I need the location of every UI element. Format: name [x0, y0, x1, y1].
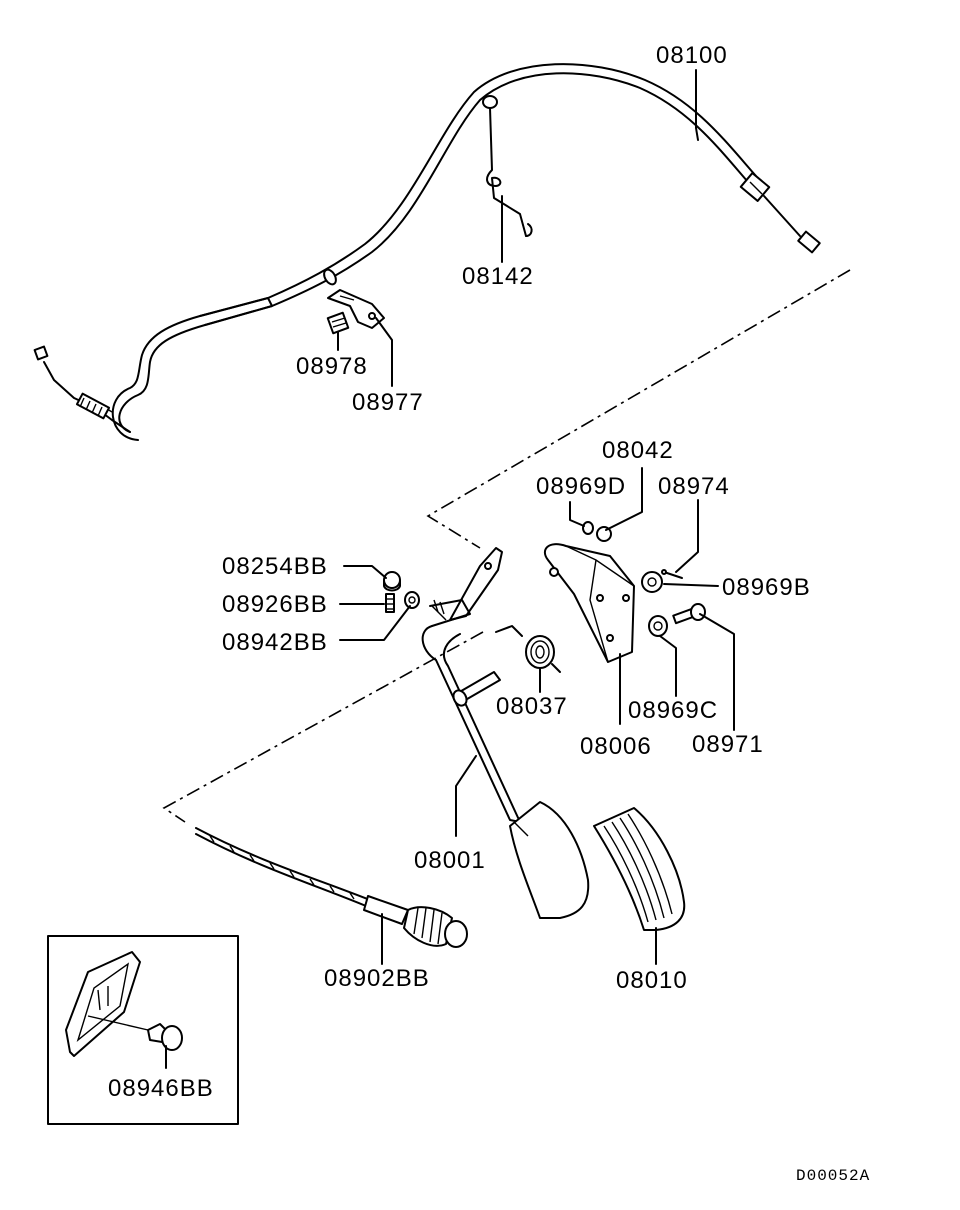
label-08974: 08974 — [658, 473, 730, 500]
bolt-08926BB — [385, 593, 395, 613]
label-08969B: 08969B — [722, 574, 811, 601]
return-spring-08037 — [495, 625, 561, 673]
label-08001: 08001 — [414, 847, 486, 874]
accelerator-pedal-arm — [421, 547, 590, 919]
leader-lines — [165, 69, 735, 1069]
label-08037: 08037 — [496, 693, 568, 720]
throttle-cable — [33, 63, 821, 441]
label-08142: 08142 — [462, 263, 534, 290]
collar-08254BB — [383, 571, 401, 592]
label-08977: 08977 — [352, 389, 424, 416]
bracket-08977 — [327, 289, 385, 329]
clip-08969D — [582, 521, 594, 535]
label-08042: 08042 — [602, 437, 674, 464]
pin-08974 — [661, 569, 683, 579]
drawing-code: D00052A — [796, 1167, 870, 1185]
label-08969C: 08969C — [628, 697, 718, 724]
nut-08969C — [648, 615, 668, 637]
label-08946BB: 08946BB — [108, 1075, 214, 1102]
cable-clip-08142 — [486, 107, 533, 237]
label-08926BB: 08926BB — [222, 591, 328, 618]
label-08010: 08010 — [616, 967, 688, 994]
nut-08942BB — [404, 591, 420, 609]
washer-08969B — [641, 571, 663, 593]
clip-08978 — [326, 311, 350, 335]
pedal-bracket-08006 — [543, 543, 635, 663]
hand-throttle-cable-08902BB — [195, 827, 468, 948]
label-08006: 08006 — [580, 733, 652, 760]
label-08100: 08100 — [656, 42, 728, 69]
label-08902BB: 08902BB — [324, 965, 430, 992]
label-08254BB: 08254BB — [222, 553, 328, 580]
inset-panel — [65, 951, 141, 1057]
cable-right-fitting — [739, 172, 821, 254]
label-08942BB: 08942BB — [222, 629, 328, 656]
inset-box — [47, 935, 239, 1125]
phantom-outline — [162, 269, 851, 823]
grommet-08946BB — [87, 1015, 183, 1051]
bushing-08042 — [596, 526, 612, 542]
label-08969D: 08969D — [536, 473, 626, 500]
label-08978: 08978 — [296, 353, 368, 380]
label-08971: 08971 — [692, 731, 764, 758]
cable-left-adjuster — [75, 392, 111, 420]
part-labels: 08100 08142 08978 08977 08042 08969D 089… — [108, 42, 811, 1102]
pedal-pad-08010 — [593, 807, 686, 931]
